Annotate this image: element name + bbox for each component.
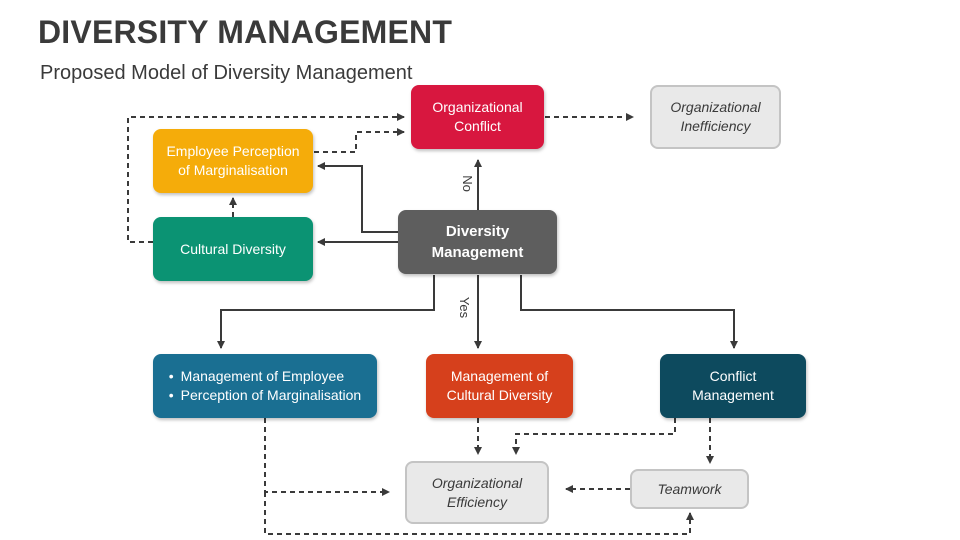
bullet-item: Perception of Marginalisation	[169, 386, 362, 405]
edge-label-no: No	[459, 175, 475, 192]
arrow-dm-to-conflict-management	[520, 275, 738, 349]
node-management-of-employee-perception: Management of Employee Perception of Mar…	[153, 354, 377, 418]
arrow-dm-to-management-employee	[217, 275, 435, 349]
arrow-dm-to-employee-perception	[317, 162, 398, 233]
arrow-cultural-to-conflict	[127, 113, 405, 243]
page-title: DIVERSITY MANAGEMENT	[38, 14, 453, 50]
arrow-conflict-management-to-efficiency	[512, 418, 676, 455]
bullet-item: Management of Employee	[169, 367, 361, 386]
arrow-employee-perception-to-conflict	[314, 128, 405, 153]
page-subtitle: Proposed Model of Diversity Management	[40, 62, 413, 84]
node-cultural-diversity: Cultural Diversity	[153, 217, 313, 281]
arrow-management-employee-to-efficiency	[264, 418, 390, 496]
arrow-management-employee-to-teamwork	[264, 492, 694, 535]
edge-label-yes: Yes	[457, 296, 473, 319]
node-teamwork: Teamwork	[630, 469, 749, 509]
